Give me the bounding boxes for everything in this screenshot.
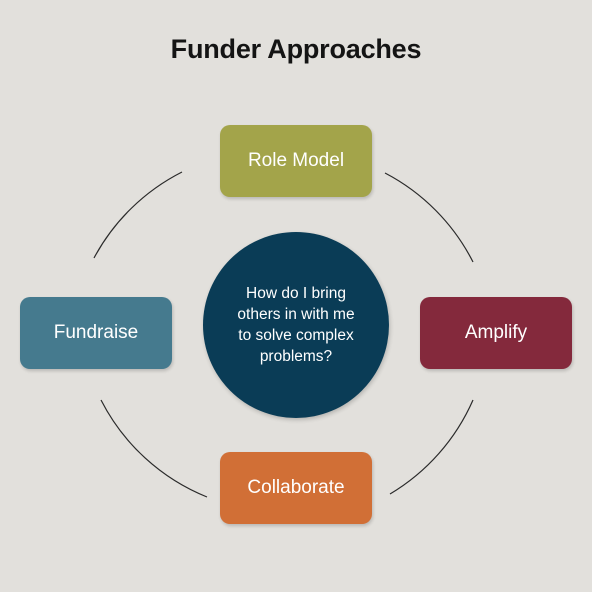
center-question-circle: How do I bring others in with me to solv…: [203, 232, 389, 418]
connector-bottom-left: [100, 399, 208, 498]
node-amplify: Amplify: [420, 297, 572, 369]
node-collaborate: Collaborate: [220, 452, 372, 524]
node-role-model-label: Role Model: [247, 150, 345, 171]
node-collaborate-label: Collaborate: [247, 477, 345, 498]
node-amplify-label: Amplify: [464, 322, 528, 343]
connector-left-top: [93, 171, 183, 259]
node-fundraise-label: Fundraise: [53, 322, 139, 343]
center-question-text: How do I bring others in with me to solv…: [237, 285, 355, 365]
diagram-title: Funder Approaches: [170, 34, 422, 64]
connector-top-right: [384, 172, 474, 263]
node-role-model: Role Model: [220, 125, 372, 197]
node-fundraise: Fundraise: [20, 297, 172, 369]
connector-right-bottom: [389, 399, 474, 495]
